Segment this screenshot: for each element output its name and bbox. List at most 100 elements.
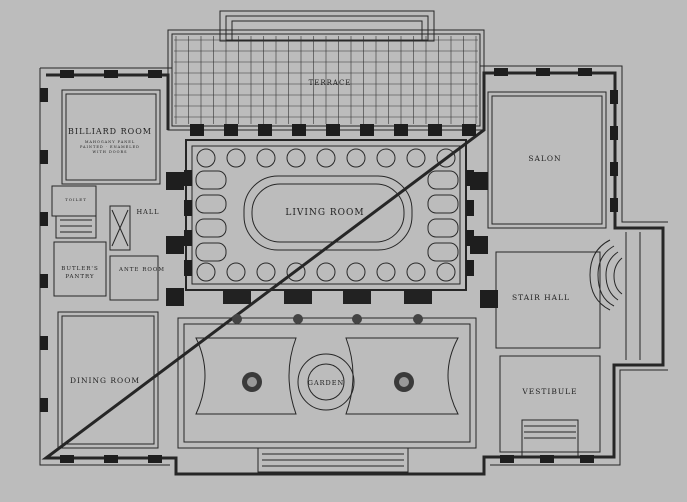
ceiling-medallion: [226, 148, 246, 168]
loggia-column: [232, 314, 242, 324]
ceiling-medallion: [406, 262, 426, 282]
staircase: [589, 239, 623, 311]
garden-bed-right: [345, 337, 459, 415]
label-billiard-room: BILLIARD ROOM: [68, 127, 152, 136]
wall-pier: [292, 124, 306, 136]
label-billiard-note-2: PAINTED · ENAMELED: [80, 145, 140, 149]
wall-pier: [166, 172, 184, 190]
salon-room: [491, 95, 603, 225]
wall-pier: [104, 70, 118, 78]
wall-pier: [394, 124, 408, 136]
loggia-column: [352, 314, 362, 324]
wall-pier: [166, 236, 184, 254]
label-terrace: TERRACE: [309, 79, 352, 87]
garden-fountain: [297, 353, 355, 411]
dining-room: [61, 315, 155, 445]
loggia-pier: [343, 290, 371, 304]
ceiling-coffer: [195, 218, 227, 238]
ceiling-medallion: [376, 148, 396, 168]
wall-pier: [578, 68, 592, 76]
ceiling-medallion: [406, 148, 426, 168]
wall-pier: [466, 260, 474, 276]
wall-pier: [166, 288, 184, 306]
wall-pier: [580, 455, 594, 463]
ceiling-medallion: [196, 262, 216, 282]
label-ante-room: ANTE ROOM: [118, 267, 165, 273]
loggia-columns: [223, 290, 432, 324]
wall-pier: [148, 70, 162, 78]
label-butlers-pantry-1: BUTLER'S: [61, 266, 98, 272]
ceiling-coffer: [427, 242, 459, 262]
ceiling-medallion: [286, 148, 306, 168]
billiard-room: [65, 93, 157, 181]
wall-pier: [40, 150, 48, 164]
butlers-pantry: [53, 241, 107, 297]
wall-pier: [184, 230, 192, 246]
ceiling-medallion: [436, 262, 456, 282]
wall-pier: [224, 124, 238, 136]
wall-pier: [500, 455, 514, 463]
label-stair-hall: STAIR HALL: [512, 293, 570, 302]
label-toilet: TOILET: [65, 197, 87, 202]
loggia-pier: [284, 290, 312, 304]
label-billiard-note-3: WITH DOORS: [92, 150, 127, 154]
wall-pier: [104, 455, 118, 463]
ceiling-medallion: [226, 262, 246, 282]
loggia-pier: [223, 290, 251, 304]
wall-pier: [610, 198, 618, 212]
ceiling-medallion: [196, 148, 216, 168]
ceiling-coffer: [195, 194, 227, 214]
label-vestibule: VESTIBULE: [521, 387, 577, 396]
wall-pier: [258, 124, 272, 136]
wall-pier: [60, 455, 74, 463]
label-hall: HALL: [137, 208, 160, 216]
label-garden: GARDEN: [308, 379, 344, 387]
ceiling-medallion: [346, 262, 366, 282]
wall-pier: [540, 455, 554, 463]
ceiling-coffer: [427, 218, 459, 238]
wall-pier: [610, 90, 618, 104]
wall-pier: [40, 274, 48, 288]
wall-pier: [40, 212, 48, 226]
garden-steps: [257, 447, 409, 473]
wall-pier: [148, 455, 162, 463]
ceiling-coffer: [427, 194, 459, 214]
ceiling-coffer: [195, 170, 227, 190]
wall-pier: [190, 124, 204, 136]
loggia-column: [293, 314, 303, 324]
ceiling-medallion: [316, 262, 336, 282]
label-butlers-pantry-2: PANTRY: [65, 274, 94, 280]
wall-pier: [536, 68, 550, 76]
loggia-column: [413, 314, 423, 324]
garden-topiary: [242, 372, 414, 392]
terrace-steps: [219, 10, 435, 42]
ceiling-medallion: [376, 262, 396, 282]
ceiling-medallion: [286, 262, 306, 282]
terrace-paving-grid: [174, 36, 478, 124]
vestibule-room: [499, 355, 601, 453]
wall-pier: [428, 124, 442, 136]
label-living-room: LIVING ROOM: [285, 208, 364, 218]
wall-pier: [610, 162, 618, 176]
wall-pier: [470, 172, 488, 190]
garden-bed-left: [195, 337, 297, 415]
ceiling-medallion: [436, 148, 456, 168]
ceiling-coffer: [195, 242, 227, 262]
wall-pier: [466, 200, 474, 216]
wall-pier: [480, 290, 498, 308]
wall-pier: [184, 170, 192, 186]
wall-piers: [40, 68, 618, 463]
ceiling-medallion: [256, 148, 276, 168]
label-salon: SALON: [528, 154, 561, 163]
label-billiard-note-1: MAHOGANY PANEL: [85, 140, 135, 144]
label-dining-room: DINING ROOM: [70, 376, 140, 385]
wall-pier: [470, 236, 488, 254]
wall-pier: [360, 124, 374, 136]
wall-pier: [610, 126, 618, 140]
living-room-ceiling-ornament: [195, 148, 459, 282]
wall-pier: [184, 260, 192, 276]
wall-pier: [40, 398, 48, 412]
ceiling-medallion: [346, 148, 366, 168]
